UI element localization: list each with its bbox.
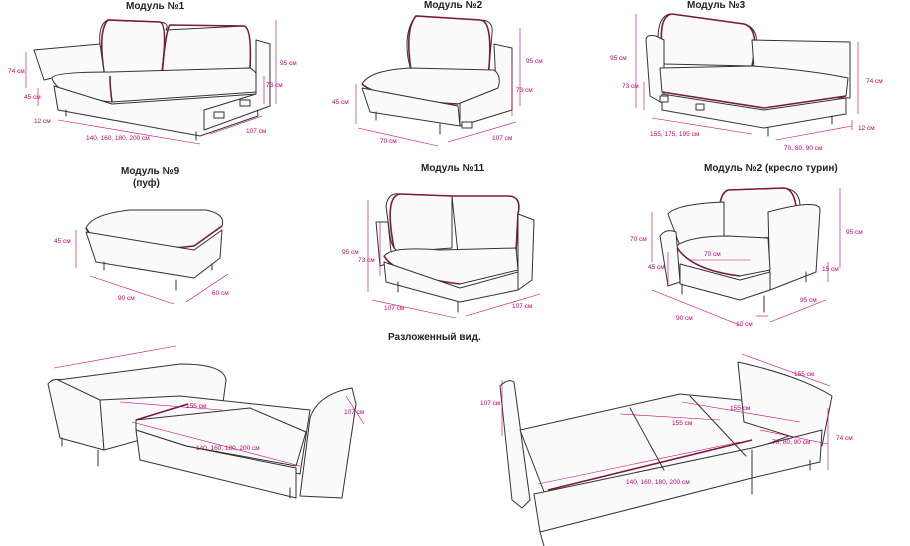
module-3-drawing: 95 см 73 см 74 см 12 см 155, 175, 195 см… [610,13,883,152]
unfolded-right-drawing: 107 см 155 см 155 см 155 см 140, 160, 18… [480,353,853,546]
turin-seat-70: 70 см [704,251,721,258]
module-3-depth: 70, 80, 90 см [784,145,823,152]
module-2-depth: 107 см [492,135,513,142]
turin-leg-10: 10 см [736,321,753,328]
module-9-title: Модуль №9 [121,166,180,177]
turin-width: 90 см [676,315,693,322]
module-9-height: 45 см [54,238,71,245]
turin-depth: 95 см [800,297,817,304]
unfolded-right-depth: 70, 80, 90 см [772,439,811,446]
unfolded-right-length-top: 155 см [794,371,815,378]
turin-leg-15: 15 см [822,266,839,273]
unfolded-right-height-107: 107 см [480,400,501,407]
unfolded-right-length-low: 155 см [672,420,693,427]
module-3-back-cushion [657,13,758,67]
module-1-seat-height-45: 45 см [24,94,41,101]
module-1-height-73: 73 см [266,82,283,89]
module-2-seat-height-45: 45 см [332,99,349,106]
module-11-back-right [451,195,520,255]
module-2-drawing: 95 см 45 см 73 см 70 см 107 см [332,15,543,147]
module-3-title: Модуль №3 [687,0,746,11]
module-2-height-95: 95 см [526,58,543,65]
module-2-height-73: 73 см [516,87,533,94]
module-9-width: 90 см [118,295,135,302]
module-1-title: Модуль №1 [126,1,185,12]
unfolded-right-left-arm [499,380,531,509]
unfolded-right-width: 140, 160, 180, 200 см [626,479,690,486]
turin-back [667,201,725,247]
module-1-back-cushions [99,19,251,77]
module-11-height-73: 73 см [358,257,375,264]
module-1-leg-12: 12 см [34,118,51,125]
module-11-drawing: 95 см 73 см 107 см 107 см [342,193,541,319]
unfolded-left-drawing: 155 см 140, 160, 180, 200 см 107 см [47,345,365,499]
module-1-width: 140, 160, 180, 200 см [86,135,150,142]
module-1-right-side [203,39,271,131]
unfolded-left-depth: 107 см [344,409,365,416]
module-2-width: 70 см [380,138,397,145]
turin-seat-height-45: 45 см [648,264,665,271]
unfolded-left-end-arm [299,387,357,499]
unfolded-left-length: 155 см [186,403,207,410]
turin-height-70: 70 см [630,236,647,243]
module-11-title: Модуль №11 [421,163,485,174]
module-11-height-95: 95 см [342,249,359,256]
module-1-connector [239,99,251,107]
module-9-depth: 60 см [212,290,229,297]
module-3-height-74: 74 см [866,78,883,85]
module-11-width: 107 см [384,305,405,312]
unfolded-left-width: 140, 160, 180, 200 см [196,445,260,452]
unfolded-right-height-74: 74 см [836,435,853,442]
module-2-base [361,87,461,127]
module-2-turin-title: Модуль №2 (кресло турин) [704,163,838,174]
turin-height-95: 95 см [846,229,863,236]
module-3-height-73: 73 см [622,83,639,90]
module-2-turin-drawing: 70 см 95 см 45 см 15 см 70 см 90 см 95 с… [630,187,863,328]
unfolded-view-title: Разложенный вид. [388,332,481,343]
unfolded-left-base-front [135,429,297,499]
module-1-depth: 107 см [246,128,267,135]
unfolded-right-length-mid: 155 см [730,405,751,412]
module-9-subtitle: (пуф) [133,178,160,189]
module-1-height-95: 95 см [280,60,297,67]
module-1-height-74: 74 см [8,68,25,75]
turin-right-arm [767,204,821,291]
module-3-base [661,93,847,129]
turin-left-arm [659,230,681,287]
module-11-back-left [385,193,453,253]
module-11-depth: 107 см [512,303,533,310]
module-3-height-95: 95 см [610,55,627,62]
module-1-drawing: 95 см 74 см 45 см 73 см 12 см 140, 160, … [8,19,297,145]
module-9-drawing: 45 см 90 см 60 см [54,209,229,305]
module-9-body [85,229,223,279]
module-3-width: 155, 175, 195 см [650,131,700,138]
unfolded-right-right-back [737,361,833,447]
module-3-leg-12: 12 см [858,125,875,132]
module-11-right-arm [517,213,535,291]
module-2-title: Модуль №2 [424,0,483,11]
